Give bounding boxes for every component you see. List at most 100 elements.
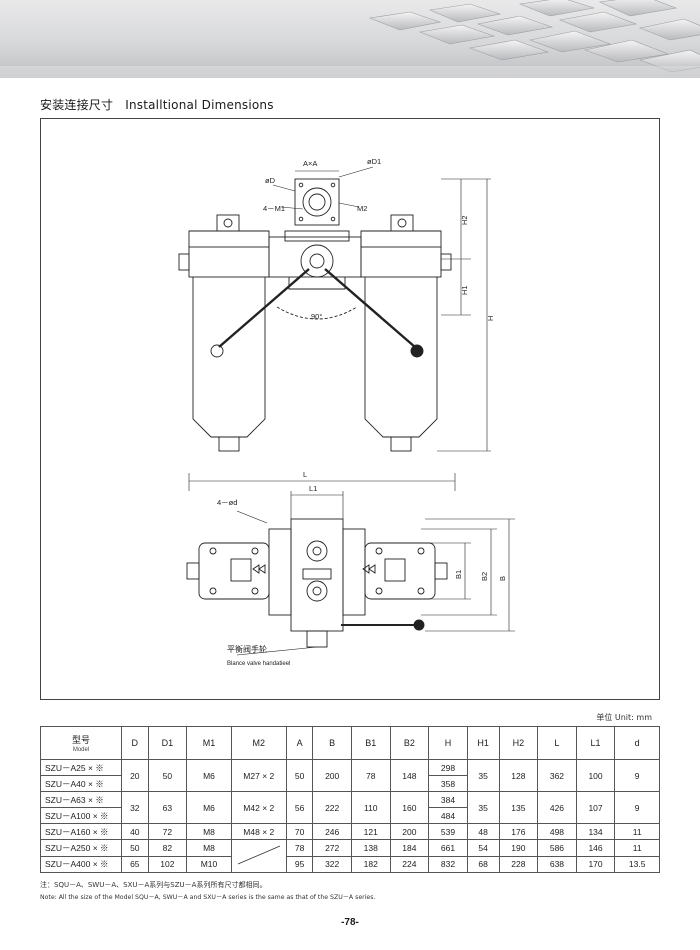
section-title-en: Installtional Dimensions <box>125 98 274 112</box>
cell-l: 638 <box>537 855 577 873</box>
model-cell: SZU－A25 × ※ <box>40 759 122 776</box>
header-cell: D <box>121 726 149 760</box>
header-cell: B1 <box>350 726 391 760</box>
cell-h2: 128 <box>498 759 539 792</box>
section-title-cn: 安装连接尺寸 <box>40 98 114 112</box>
cell-d: 32 <box>121 791 149 824</box>
table-row: SZU－A25 × ※ 20 50 M6 M27 × 2 50 200 78 1… <box>40 759 660 792</box>
cell-h1: 48 <box>466 823 500 840</box>
cell-small-d: 11 <box>614 823 660 840</box>
cell-d1: 63 <box>147 791 188 824</box>
cell-h1: 35 <box>466 791 500 824</box>
cell-a: 50 <box>285 759 314 792</box>
cell-m2-empty <box>230 839 287 873</box>
cell-d: 40 <box>121 823 149 840</box>
cell-a: 78 <box>285 839 314 857</box>
cell-h: 384 <box>428 791 468 808</box>
technical-drawing: A×A øD1 øD 4－M1 M2 H2 H1 H 90° <box>178 157 515 667</box>
header-cell: D1 <box>147 726 188 760</box>
cell-a: 56 <box>285 791 314 824</box>
label-h: H <box>486 316 495 321</box>
cell-m2: M48 × 2 <box>230 823 287 840</box>
label-m1: 4－M1 <box>263 204 285 213</box>
header-cell: H1 <box>466 726 500 760</box>
cell-h1: 68 <box>466 855 500 873</box>
cell-b1: 182 <box>350 855 391 873</box>
model-header-en: Model <box>72 747 90 753</box>
header-cell: M1 <box>186 726 232 760</box>
cell-b2: 200 <box>389 823 430 840</box>
model-cell: SZU－A40 × ※ <box>40 775 122 792</box>
cell-b: 272 <box>312 839 352 857</box>
header-cell: L1 <box>575 726 616 760</box>
label-valve-en: Blance valve handatieel <box>227 661 290 667</box>
section-title: 安装连接尺寸 Installtional Dimensions <box>40 96 274 113</box>
header-cell: L <box>537 726 577 760</box>
cell-h1: 54 <box>466 839 500 857</box>
header-cell: H2 <box>498 726 539 760</box>
note-en: Note: All the size of the Model SQU－A, S… <box>40 894 376 901</box>
header-cell: H <box>428 726 468 760</box>
cell-b: 322 <box>312 855 352 873</box>
cell-h2: 135 <box>498 791 539 824</box>
cell-h: 539 <box>428 823 468 840</box>
dimensions-table: 型号 Model D D1 M1 M2 A B B1 B2 H H1 H2 L … <box>40 726 660 873</box>
cell-l1: 170 <box>575 855 616 873</box>
center-valve-top <box>290 518 344 632</box>
model-cell: SZU－A160 × ※ <box>40 823 122 840</box>
cell-b: 200 <box>312 759 352 792</box>
table-header-row: 型号 Model D D1 M1 M2 A B B1 B2 H H1 H2 L … <box>40 726 660 760</box>
cell-d1: 50 <box>147 759 188 792</box>
cell-l1: 146 <box>575 839 616 857</box>
cell-b1: 78 <box>350 759 391 792</box>
cell-h: 298 <box>428 759 468 776</box>
right-housing <box>360 246 442 278</box>
header-cell: d <box>614 726 660 760</box>
page-number: -78- <box>341 917 359 928</box>
label-l: L <box>303 470 307 479</box>
table-row: SZU－A63 × ※ 32 63 M6 M42 × 2 56 222 110 … <box>40 791 660 824</box>
label-h1: H1 <box>460 285 469 295</box>
cell-d1: 72 <box>147 823 188 840</box>
model-header-cn: 型号 <box>71 735 90 745</box>
cell-d: 20 <box>121 759 149 792</box>
cell-h1: 35 <box>466 759 500 792</box>
unit-label: 单位 Unit: mm <box>596 713 652 722</box>
label-l1: L1 <box>309 484 317 493</box>
cell-small-d: 13.5 <box>614 855 660 873</box>
table-row: SZU－A400 × ※ 65 102 M10 95 322 182 224 8… <box>40 855 660 873</box>
cell-h2: 190 <box>498 839 539 857</box>
cell-l: 586 <box>537 839 577 857</box>
cell-m2: M27 × 2 <box>230 759 287 792</box>
header-banner-image <box>0 0 700 78</box>
cell-l1: 107 <box>575 791 616 824</box>
header-cell: B2 <box>389 726 430 760</box>
left-handle <box>218 268 310 348</box>
label-b1: B1 <box>454 570 463 579</box>
model-cell: SZU－A250 × ※ <box>40 839 122 857</box>
table-row: SZU－A160 × ※ 40 72 M8 M48 × 2 70 246 121… <box>40 823 660 840</box>
label-b2: B2 <box>480 572 489 581</box>
right-filter-bowl <box>364 277 438 438</box>
left-housing <box>188 246 270 278</box>
right-top-body <box>364 542 436 600</box>
keyboard-photo <box>0 0 700 78</box>
label-4od: 4－ød <box>217 498 237 507</box>
label-m2: M2 <box>357 204 367 213</box>
cell-b2: 148 <box>389 759 430 792</box>
diagonal-slash <box>237 845 280 865</box>
center-flange <box>294 178 340 226</box>
cell-d: 50 <box>121 839 149 857</box>
cell-b1: 138 <box>350 839 391 857</box>
cell-small-d: 11 <box>614 839 660 857</box>
cell-a: 70 <box>285 823 314 840</box>
cell-h: 661 <box>428 839 468 857</box>
cell-l1: 100 <box>575 759 616 792</box>
table-row: SZU－A40 × ※ 358 <box>40 775 660 792</box>
label-valve-cn: 平衡阀手轮 <box>227 644 267 654</box>
cell-b2: 184 <box>389 839 430 857</box>
left-filter-bowl <box>192 277 266 438</box>
cell-m1: M8 <box>186 839 232 857</box>
cell-d: 65 <box>121 855 149 873</box>
right-handle <box>324 268 416 348</box>
